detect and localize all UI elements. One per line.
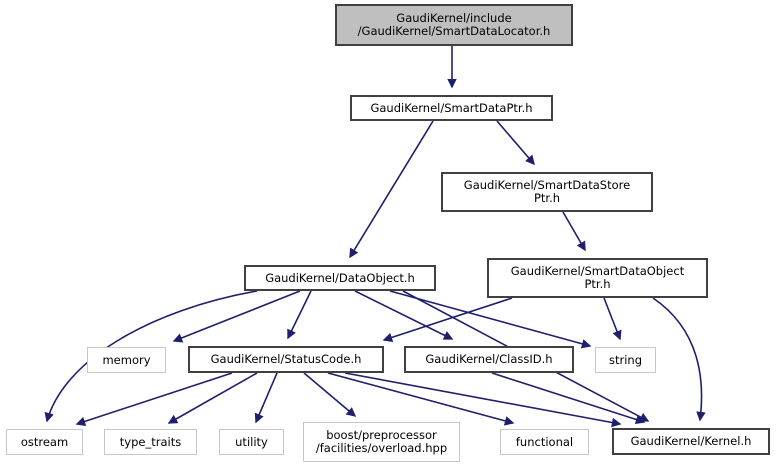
edge-statuscode-to-functional (327, 372, 515, 426)
node-classid[interactable]: GaudiKernel/ClassID.h (404, 346, 574, 373)
node-ostream[interactable]: ostream (6, 429, 83, 455)
node-utility[interactable]: utility (219, 429, 284, 455)
node-dataobject[interactable]: GaudiKernel/DataObject.h (244, 265, 436, 291)
edge-smartdataobjectptr-to-kernel (652, 297, 706, 422)
edge-smartdataptr-to-dataobject (349, 120, 434, 259)
edge-statuscode-to-type_traits (167, 372, 258, 424)
node-smartdataptr[interactable]: GaudiKernel/SmartDataPtr.h (350, 95, 553, 121)
edge-smartdataobjectptr-to-string (603, 297, 622, 341)
edge-dataobject-to-classid (354, 290, 454, 340)
node-string[interactable]: string (595, 347, 656, 373)
edge-dataobject-to-memory (172, 290, 301, 343)
node-type_traits[interactable]: type_traits (104, 429, 197, 455)
edge-dataobject-to-statuscode (287, 290, 312, 340)
edge-smartdataptr-to-smartdatastoreptr (496, 120, 535, 166)
node-root: GaudiKernel/include /GaudiKernel/SmartDa… (335, 4, 573, 46)
node-memory[interactable]: memory (87, 347, 166, 373)
node-statuscode[interactable]: GaudiKernel/StatusCode.h (188, 346, 384, 373)
edge-statuscode-to-boost_overload (303, 372, 357, 417)
node-kernel[interactable]: GaudiKernel/Kernel.h (612, 428, 770, 455)
edge-classid-to-kernel (491, 372, 646, 425)
edge-statuscode-to-utility (254, 372, 278, 424)
node-boost_overload[interactable]: boost/preprocessor /facilities/overload.… (303, 422, 460, 462)
edge-smartdataobjectptr-to-statuscode (382, 297, 513, 343)
edge-statuscode-to-ostream (75, 372, 233, 427)
edge-dataobject-to-string (389, 290, 592, 349)
node-smartdataobjectptr[interactable]: GaudiKernel/SmartDataObject Ptr.h (487, 258, 708, 298)
edge-smartdatastoreptr-to-smartdataobjectptr (562, 211, 586, 252)
node-functional[interactable]: functional (500, 429, 589, 455)
edge-statuscode-to-kernel (344, 372, 622, 428)
node-smartdatastoreptr[interactable]: GaudiKernel/SmartDataStore Ptr.h (441, 172, 653, 212)
